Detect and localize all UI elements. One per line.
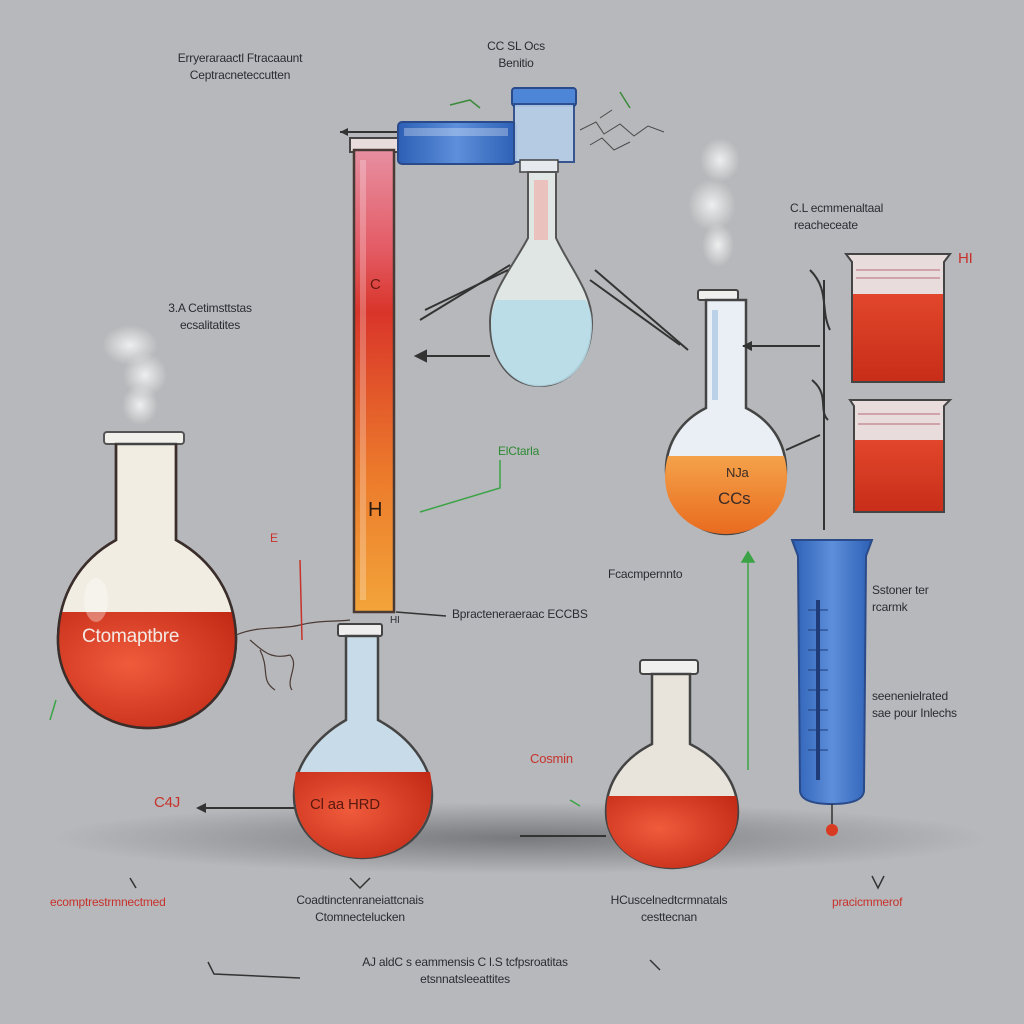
top-center-label-line1: CC SL Ocs [487,39,545,53]
bottom-center-label: Coadtinctenraneiattcnais Ctomnectelucken [270,892,450,926]
bottom-right-flask [520,659,740,870]
left-mid-label-line1: 3.A Cetimsttstas [168,301,252,315]
column-bottom-label: Bpracteneraeraac ECCBS [452,607,588,621]
steam-left [102,325,167,425]
right-label-2: seenenielrated sae pour Inlechs [872,688,957,722]
blue-graduated-tube [790,539,874,836]
bottom-markers [129,875,885,979]
top-condenser [488,87,594,388]
column-letter-c: C [370,276,381,293]
right-stand [785,269,831,530]
footer-label: AJ aldC s eammensis C l.S tcfpsroatitas … [300,954,630,988]
green-guide-lines [49,460,756,807]
hl-top-right-label: HI [958,250,973,267]
left-red-box-label: C4J [154,794,181,811]
orange-flask-main-text: CCs [718,489,751,508]
footer-label-line1: AJ aldC s eammensis C l.S tcfpsroatitas [362,955,568,969]
fe-label: Fcacmpernnto [608,567,683,581]
top-center-label-line2: Benitio [498,56,534,70]
upper-right-label-line1: C.L ecmmenaltaal [790,201,884,215]
top-center-label: CC SL Ocs Benitio [466,38,566,72]
upper-right-label: C.L ecmmenaltaal reacheceate [790,200,883,234]
left-connector-wires [235,619,351,691]
bottom-center-right-label-line1: HCuscelnedtcrmnatals [610,893,728,907]
orange-round-flask [664,289,820,536]
right-label-1-line1: Sstoner ter [872,583,929,597]
left-mid-label-line2: ecsalitatites [179,318,241,332]
bottom-left-red-label: ecomptrestrmnectmed [50,895,166,909]
support-rods [413,264,689,363]
bottom-center-right-label-line2: cesttecnan [640,910,698,924]
column-bottom-hl: HI [390,615,400,626]
top-left-title: Erryeraraactl Ftracaaunt Ceptracneteccut… [140,50,340,84]
upper-right-label-line2: reacheceate [794,218,858,232]
small-red-mark: E [270,531,278,545]
right-label-2-line1: seenenielrated [872,689,948,703]
orange-flask-top-text: NJa [726,465,749,480]
bottom-right-red-label: pracicmmerof [832,895,903,909]
large-flask-text: Ctomaptbre [82,626,180,647]
beaker-upper [844,253,952,383]
right-label-1-line2: rcarmk [872,600,908,614]
center-bottom-red-label: Cosmin [530,751,573,766]
bottom-center-flask [196,623,434,860]
top-left-title-line2: Ceptracneteccutten [189,68,291,82]
blue-connector-tube [397,121,517,165]
bottom-center-label-line2: Ctomnectelucken [315,910,405,924]
footer-label-line2: etsnnatsleeattites [420,972,510,986]
bottom-flask-text: Cl aa HRD [310,796,380,813]
tube-label-pointer [395,611,447,617]
bottom-center-label-line1: Coadtinctenraneiattcnais [296,893,424,907]
steam-right [688,138,740,267]
tall-column-tube [340,128,402,614]
column-letter-h: H [368,499,383,521]
top-left-title-line1: Erryeraraactl Ftracaaunt [177,51,303,65]
center-green-label: ElCtarla [498,444,540,458]
ground-shadow [50,802,990,874]
bottom-center-right-label: HCuscelnedtcrmnatals cesttecnan [584,892,754,926]
right-label-1: Sstoner ter rcarmk [872,582,929,616]
beaker-lower [848,399,953,513]
right-label-2-line2: sae pour Inlechs [872,706,957,720]
molecule-scribbles [579,109,665,151]
large-round-flask [56,431,238,730]
left-mid-label: 3.A Cetimsttstas ecsalitatites [150,300,270,334]
